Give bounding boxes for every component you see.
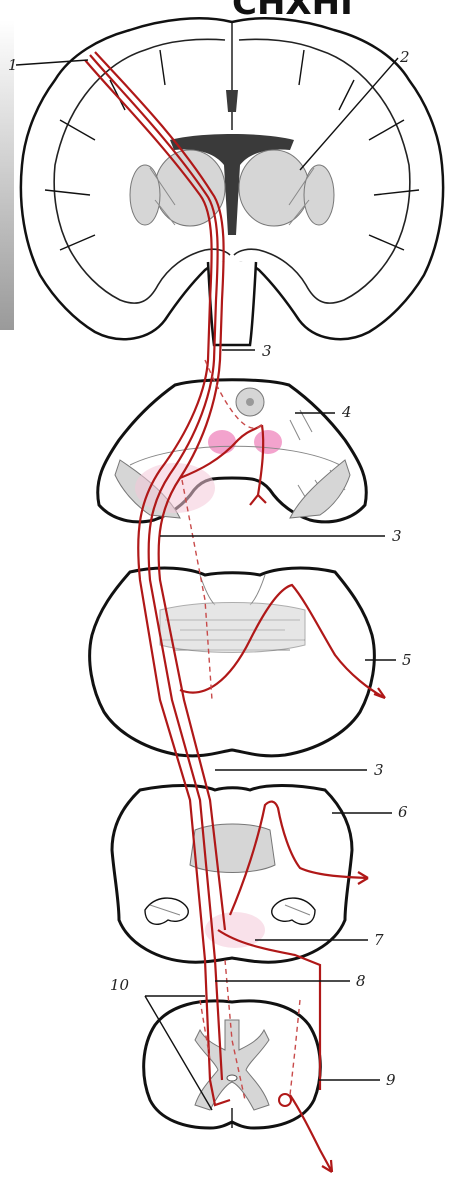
label-5: 5	[402, 651, 412, 669]
label-7: 7	[374, 931, 384, 949]
label-8: 8	[356, 972, 366, 990]
label-4: 4	[341, 403, 352, 421]
label-6: 6	[398, 803, 408, 821]
brain-coronal-section	[21, 18, 443, 345]
midbrain-section	[98, 380, 367, 522]
label-3a: 3	[262, 342, 272, 360]
pons-section	[90, 568, 375, 756]
label-9: 9	[386, 1071, 396, 1089]
label-3b: 3	[392, 527, 402, 545]
basal-nucleus-right	[239, 150, 309, 226]
label-3c: 3	[374, 761, 384, 779]
label-2: 2	[399, 48, 410, 66]
label-10: 10	[110, 976, 130, 994]
